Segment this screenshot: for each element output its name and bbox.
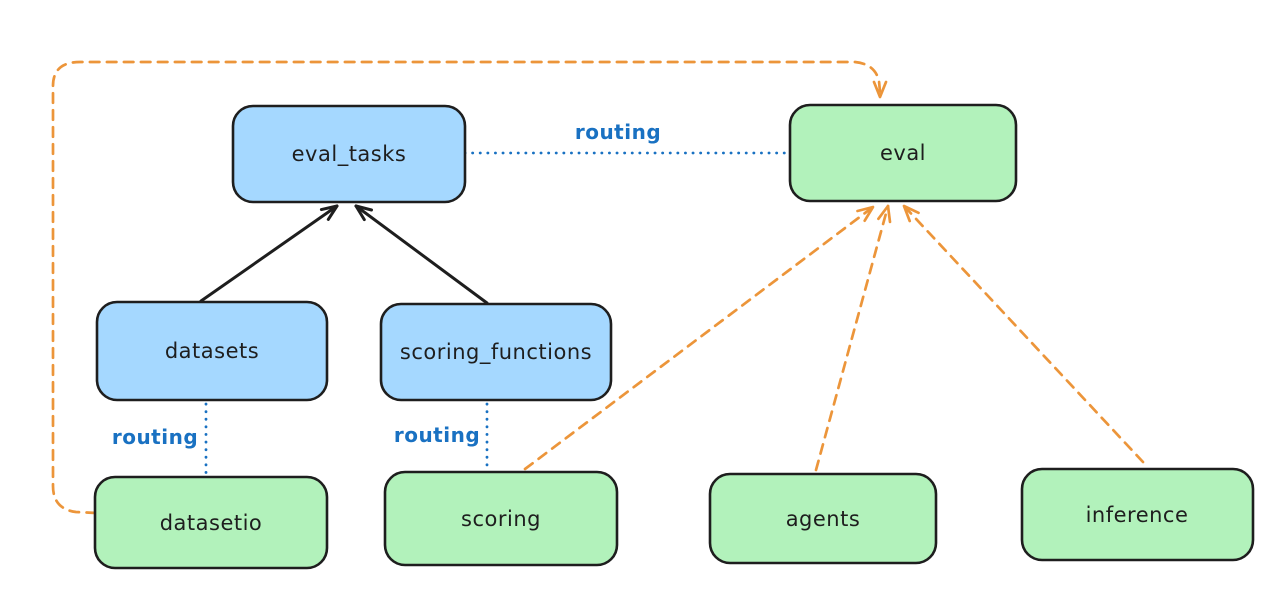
node-datasetio-box bbox=[93, 475, 329, 570]
edge-inference-to-eval-arrowhead-icon bbox=[902, 204, 920, 223]
edge-scoring-functions-to-scoring: routing bbox=[394, 402, 489, 471]
edge-eval-tasks-to-eval-label: routing bbox=[575, 120, 661, 144]
node-inference-label: inference bbox=[1086, 503, 1189, 527]
node-eval-tasks: eval_tasks bbox=[231, 104, 467, 204]
node-eval-box bbox=[788, 103, 1018, 203]
edge-datasets-to-datasetio-label: routing bbox=[112, 425, 198, 449]
node-datasetio-label: datasetio bbox=[160, 511, 263, 535]
node-eval-tasks-label: eval_tasks bbox=[292, 142, 407, 167]
edge-inference-to-eval bbox=[902, 204, 1145, 464]
node-agents-label: agents bbox=[786, 507, 861, 531]
node-scoring-functions-label: scoring_functions bbox=[400, 340, 592, 365]
edge-scoring-functions-to-eval-tasks-arrowhead-icon bbox=[354, 204, 373, 222]
edge-datasets-to-eval-tasks-arrowhead-icon bbox=[319, 204, 339, 221]
edge-agents-to-eval-line bbox=[814, 204, 890, 472]
edge-datasetio-to-eval bbox=[51, 60, 888, 515]
node-eval-tasks-box bbox=[231, 104, 467, 204]
edge-scoring-to-eval-line bbox=[523, 205, 875, 471]
edge-scoring-to-eval-arrowhead-icon bbox=[856, 205, 875, 223]
node-scoring-label: scoring bbox=[461, 507, 541, 531]
edge-scoring-functions-to-eval-tasks bbox=[354, 204, 489, 305]
node-datasets-box bbox=[95, 300, 329, 402]
node-scoring-functions-box bbox=[379, 302, 613, 402]
node-agents-box bbox=[708, 472, 938, 565]
node-scoring-box bbox=[383, 470, 619, 567]
node-inference-box bbox=[1020, 467, 1255, 562]
edge-datasets-to-datasetio: routing bbox=[112, 402, 208, 476]
edge-scoring-functions-to-scoring-label: routing bbox=[394, 423, 480, 447]
edge-agents-to-eval bbox=[814, 204, 892, 472]
edge-datasetio-to-eval-arrowhead-icon bbox=[872, 80, 888, 99]
edge-scoring-functions-to-eval-tasks-line bbox=[354, 204, 489, 305]
edge-datasets-to-eval-tasks-line bbox=[199, 204, 339, 303]
edge-eval-tasks-to-eval: routing bbox=[463, 120, 788, 155]
node-eval: eval bbox=[788, 103, 1018, 203]
node-agents: agents bbox=[708, 472, 938, 565]
edge-scoring-to-eval bbox=[523, 205, 875, 471]
node-datasets-label: datasets bbox=[165, 339, 259, 363]
edge-datasetio-to-eval-line bbox=[51, 60, 882, 515]
node-scoring: scoring bbox=[383, 470, 619, 567]
edge-datasets-to-eval-tasks bbox=[199, 204, 339, 303]
edge-inference-to-eval-line bbox=[902, 204, 1145, 464]
node-datasets: datasets bbox=[95, 300, 329, 402]
edge-agents-to-eval-arrowhead-icon bbox=[877, 204, 892, 224]
node-scoring-functions: scoring_functions bbox=[379, 302, 613, 402]
node-datasetio: datasetio bbox=[93, 475, 329, 570]
node-inference: inference bbox=[1020, 467, 1255, 562]
node-eval-label: eval bbox=[880, 141, 926, 165]
